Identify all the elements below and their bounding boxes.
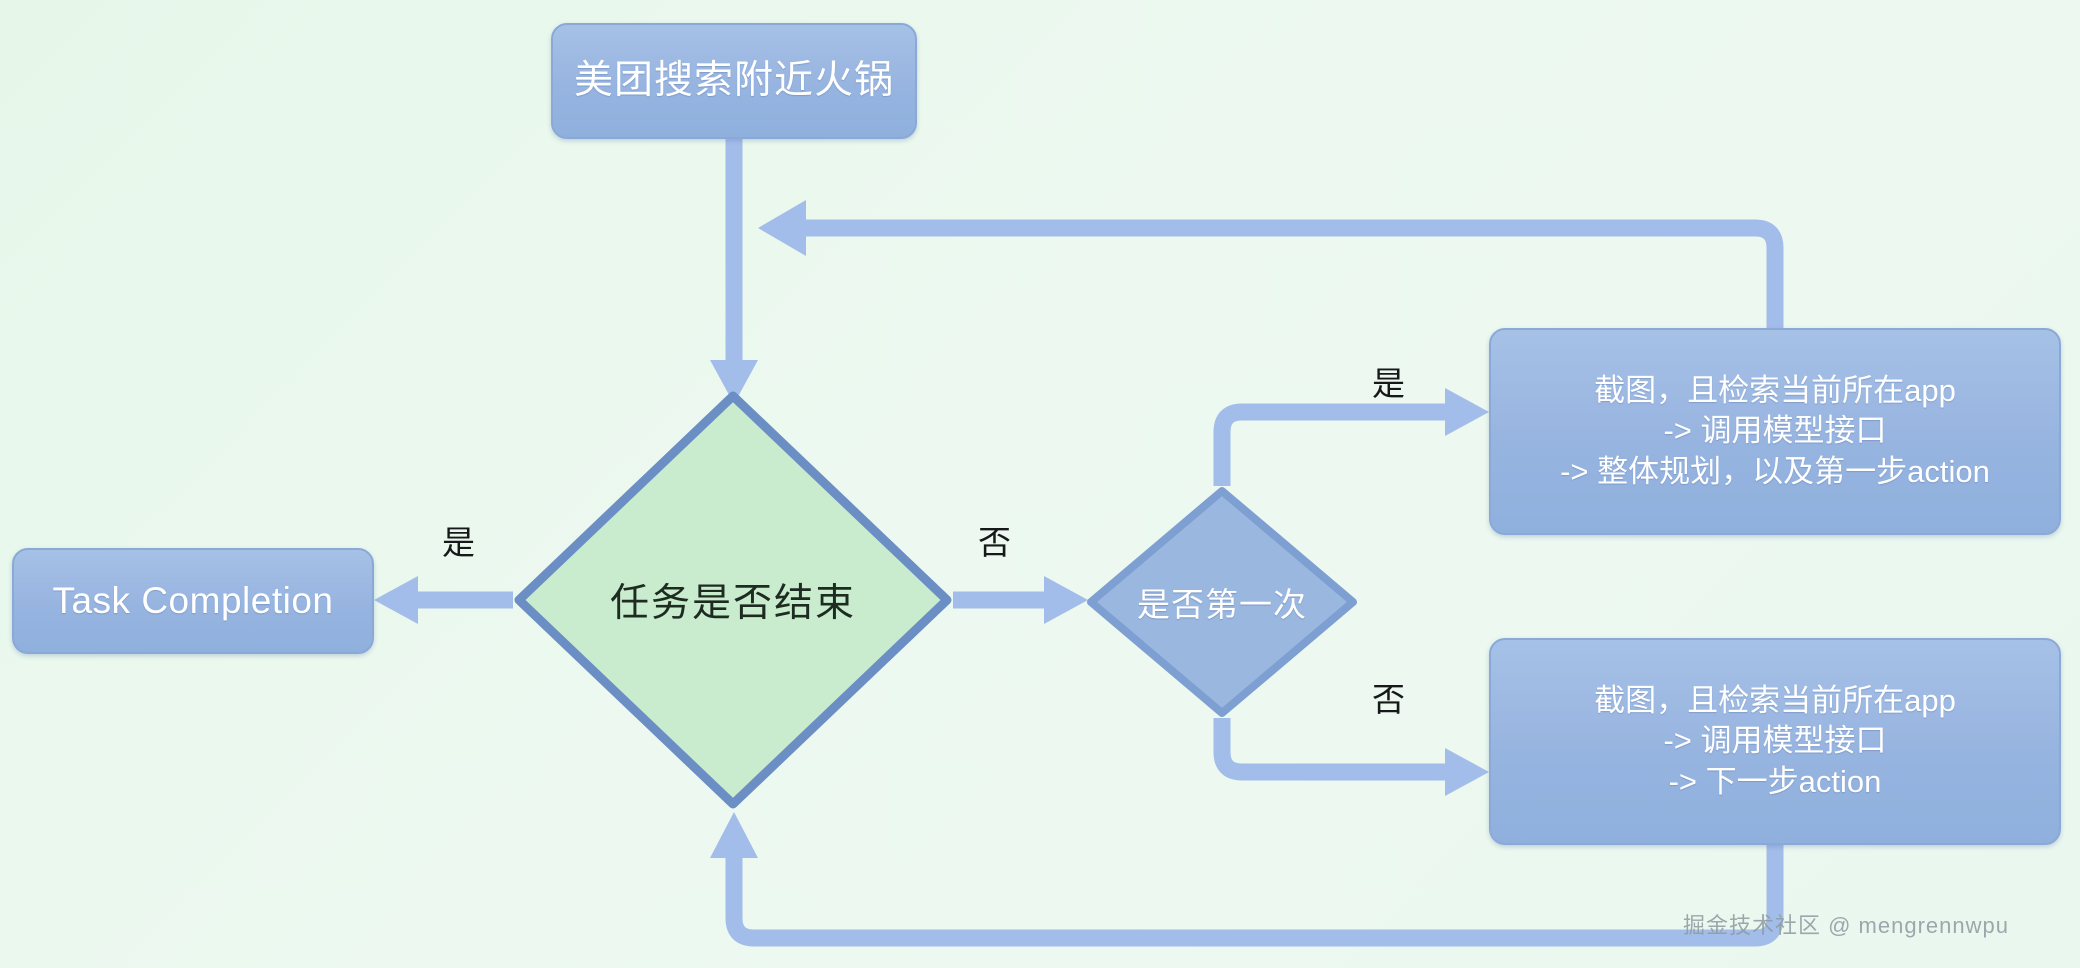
watermark: 掘金技术社区 @ mengrennwpu <box>1683 913 2009 938</box>
edge-task-end-to-is-first <box>953 576 1088 624</box>
edge-start-to-task-end <box>710 139 758 404</box>
edge-next-step-feedback <box>710 812 1784 947</box>
node-is-first-label-wrap: 是否第一次 <box>1086 486 1358 718</box>
node-next-step-label: 截图，且检索当前所在app -> 调用模型接口 -> 下一步action <box>1594 683 1956 799</box>
node-task-completion-label: Task Completion <box>52 579 334 621</box>
node-first-step-label: 截图，且检索当前所在app -> 调用模型接口 -> 整体规划，以及第一步act… <box>1560 373 1990 489</box>
node-task-completion[interactable]: Task Completion <box>12 548 374 654</box>
node-first-step[interactable]: 截图，且检索当前所在app -> 调用模型接口 -> 整体规划，以及第一步act… <box>1489 328 2061 535</box>
node-start-label: 美团搜索附近火锅 <box>573 58 894 102</box>
node-task-end-decision[interactable]: 任务是否结束 <box>513 390 953 810</box>
diamond-green-shape <box>514 391 952 809</box>
edge-label-is-first-yes: 是 <box>1372 365 1406 402</box>
node-is-first-decision[interactable]: 是否第一次 <box>1086 486 1358 718</box>
node-start[interactable]: 美团搜索附近火锅 <box>551 23 917 139</box>
edge-label-task-end-no: 否 <box>978 524 1012 561</box>
edge-is-first-to-next-step <box>1213 718 1489 796</box>
edge-label-is-first-no: 否 <box>1372 681 1406 718</box>
edge-is-first-to-first-step <box>1213 388 1489 486</box>
edge-first-step-feedback <box>758 200 1784 328</box>
diamond-blue-shape <box>1087 487 1357 717</box>
node-is-first-label: 是否第一次 <box>1137 586 1307 623</box>
edge-task-end-to-task-completion <box>374 576 513 624</box>
node-next-step[interactable]: 截图，且检索当前所在app -> 调用模型接口 -> 下一步action <box>1489 638 2061 845</box>
node-task-end-label: 任务是否结束 <box>609 582 856 625</box>
node-task-end-label-wrap: 任务是否结束 <box>513 390 953 810</box>
edge-label-task-end-yes: 是 <box>442 524 476 561</box>
